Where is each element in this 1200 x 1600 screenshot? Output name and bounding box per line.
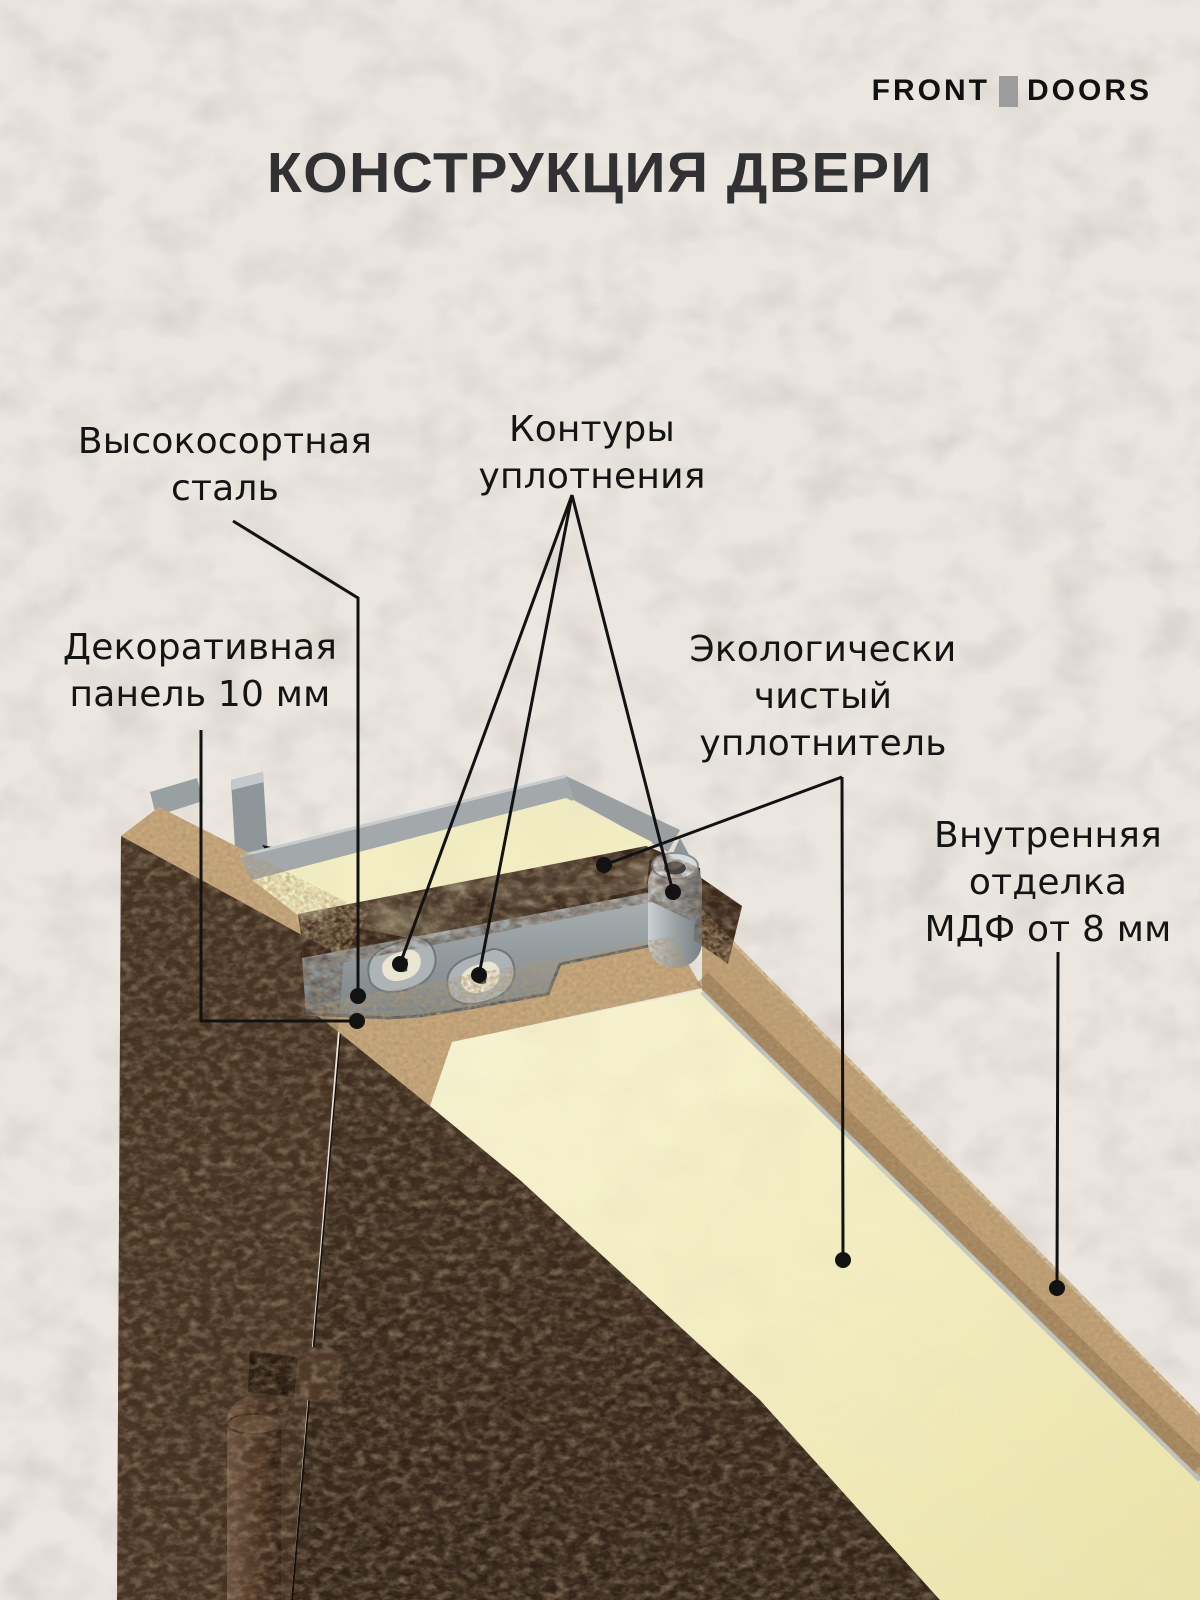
leader-contours-3 [570,494,675,893]
frame-jamb [117,772,382,1600]
dot-steel [350,988,366,1004]
dot-eco-1 [596,857,612,873]
dot-contours-2 [471,967,487,983]
leader-eco-2 [840,776,845,1261]
dot-panel [349,1013,365,1029]
dot-mdf [1049,1280,1065,1296]
dot-eco-2 [835,1252,851,1268]
dot-contours-1 [392,956,408,972]
leader-contours-1 [398,494,574,965]
leader-contours-2 [477,494,574,976]
leader-eco-1 [603,775,843,867]
dot-contours-3 [665,884,681,900]
leader-mdf [1055,951,1060,1289]
leader-panel [199,730,357,1023]
leader-steel [232,519,360,996]
callouts [199,494,1065,1296]
